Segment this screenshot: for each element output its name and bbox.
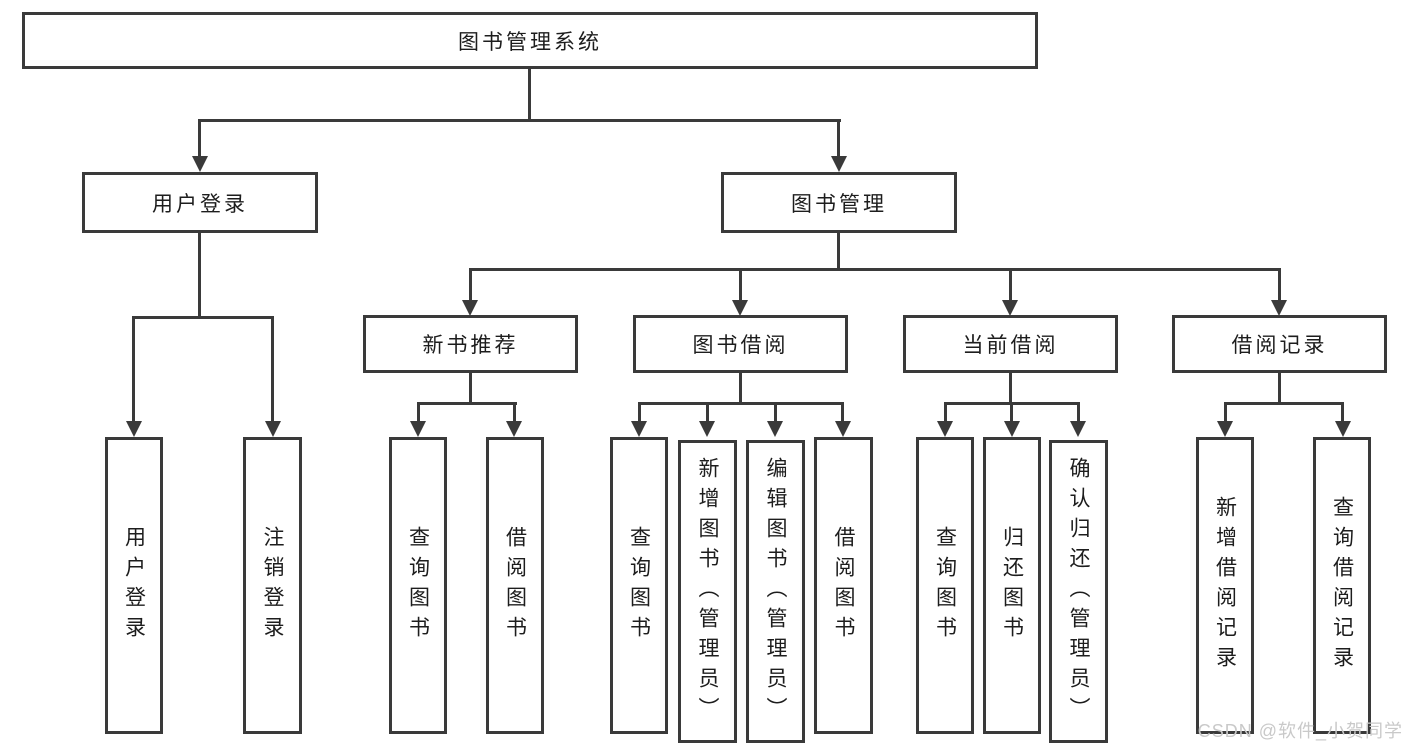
arrow-down-icon — [631, 421, 647, 437]
node-label: 查询图书 — [406, 525, 430, 646]
arrow-down-icon — [1070, 421, 1086, 437]
arrow-down-icon — [767, 421, 783, 437]
connector-vline — [944, 402, 947, 422]
connector-vline — [1278, 268, 1281, 301]
connector-vline — [198, 119, 201, 158]
leaf-query-books-current: 查询图书 — [916, 437, 974, 734]
node-label: 图书借阅 — [692, 334, 789, 357]
connector-vline — [1278, 371, 1281, 404]
connector-vline — [1341, 402, 1344, 422]
arrow-down-icon — [699, 421, 715, 437]
node-label: 借阅记录 — [1231, 334, 1328, 357]
connector-vline — [417, 402, 420, 422]
arrow-down-icon — [937, 421, 953, 437]
node-label: 归还图书 — [1000, 525, 1024, 646]
connector-vline — [469, 268, 472, 301]
connector-hline — [417, 402, 517, 405]
connector-vline — [739, 371, 742, 404]
connector-hline — [638, 402, 844, 405]
leaf-add-books-admin: 新增图书（管理员） — [678, 440, 737, 743]
connector-vline — [841, 402, 844, 422]
node-label: 图书管理系统 — [458, 30, 602, 54]
csdn-watermark: CSDN @软件_小贺同学 — [1197, 721, 1403, 741]
connector-vline — [1010, 402, 1013, 422]
leaf-query-books-recommend: 查询图书 — [389, 437, 447, 734]
node-label: 用户登录 — [122, 525, 146, 646]
connector-vline — [774, 402, 777, 422]
leaf-query-borrow-record: 查询借阅记录 — [1313, 437, 1371, 734]
leaf-edit-books-admin: 编辑图书（管理员） — [746, 440, 805, 743]
node-borrowing-records: 借阅记录 — [1172, 315, 1387, 373]
connector-vline — [198, 232, 201, 318]
connector-hline — [198, 119, 841, 122]
node-label: 当前借阅 — [962, 334, 1059, 357]
arrow-down-icon — [831, 156, 847, 172]
connector-hline — [1224, 402, 1344, 405]
node-label: 图书管理 — [791, 192, 887, 216]
node-label: 注销登录 — [261, 525, 284, 646]
arrow-down-icon — [1335, 421, 1351, 437]
connector-vline — [1009, 268, 1012, 301]
node-label: 借阅图书 — [832, 525, 855, 646]
connector-vline — [1077, 402, 1080, 422]
connector-hline — [469, 268, 1281, 271]
arrow-down-icon — [192, 156, 208, 172]
connector-vline — [706, 402, 709, 422]
arrow-down-icon — [410, 421, 426, 437]
leaf-add-borrow-record: 新增借阅记录 — [1196, 437, 1254, 734]
arrow-down-icon — [126, 421, 142, 437]
node-library-system-root: 图书管理系统 — [22, 12, 1038, 69]
connector-vline — [132, 316, 135, 422]
connector-vline — [271, 316, 274, 422]
connector-vline — [528, 67, 531, 119]
node-book-management-branch: 图书管理 — [721, 172, 957, 233]
arrow-down-icon — [1004, 421, 1020, 437]
leaf-return-books: 归还图书 — [983, 437, 1041, 734]
connector-vline — [739, 268, 742, 301]
node-label: 新增图书（管理员） — [696, 456, 719, 727]
node-label: 新书推荐 — [422, 334, 519, 357]
leaf-confirm-return-admin: 确认归还（管理员） — [1049, 440, 1108, 743]
connector-vline — [837, 119, 840, 158]
arrow-down-icon — [835, 421, 851, 437]
node-label: 查询借阅记录 — [1330, 495, 1354, 676]
connector-vline — [513, 402, 516, 422]
arrow-down-icon — [1002, 300, 1018, 316]
connector-vline — [1224, 402, 1227, 422]
arrow-down-icon — [1217, 421, 1233, 437]
leaf-borrow-books-borrow: 借阅图书 — [814, 437, 873, 734]
node-current-borrowing: 当前借阅 — [903, 315, 1118, 373]
node-label: 新增借阅记录 — [1213, 495, 1237, 676]
node-label: 查询图书 — [627, 525, 651, 646]
leaf-query-books-borrow: 查询图书 — [610, 437, 668, 734]
node-user-login-branch: 用户登录 — [82, 172, 318, 233]
leaf-logout: 注销登录 — [243, 437, 302, 734]
node-label: 查询图书 — [933, 525, 957, 646]
node-new-book-recommend: 新书推荐 — [363, 315, 578, 373]
connector-vline — [837, 232, 840, 270]
connector-hline — [132, 316, 274, 319]
leaf-user-login: 用户登录 — [105, 437, 163, 734]
connector-vline — [1009, 371, 1012, 404]
node-label: 确认归还（管理员） — [1067, 456, 1090, 727]
leaf-borrow-books-recommend: 借阅图书 — [486, 437, 544, 734]
arrow-down-icon — [506, 421, 522, 437]
connector-vline — [469, 371, 472, 404]
arrow-down-icon — [265, 421, 281, 437]
connector-vline — [638, 402, 641, 422]
arrow-down-icon — [1271, 300, 1287, 316]
arrow-down-icon — [732, 300, 748, 316]
node-book-borrowing: 图书借阅 — [633, 315, 848, 373]
arrow-down-icon — [462, 300, 478, 316]
node-label: 编辑图书（管理员） — [764, 456, 787, 727]
node-label: 用户登录 — [152, 192, 248, 216]
node-label: 借阅图书 — [503, 525, 527, 646]
